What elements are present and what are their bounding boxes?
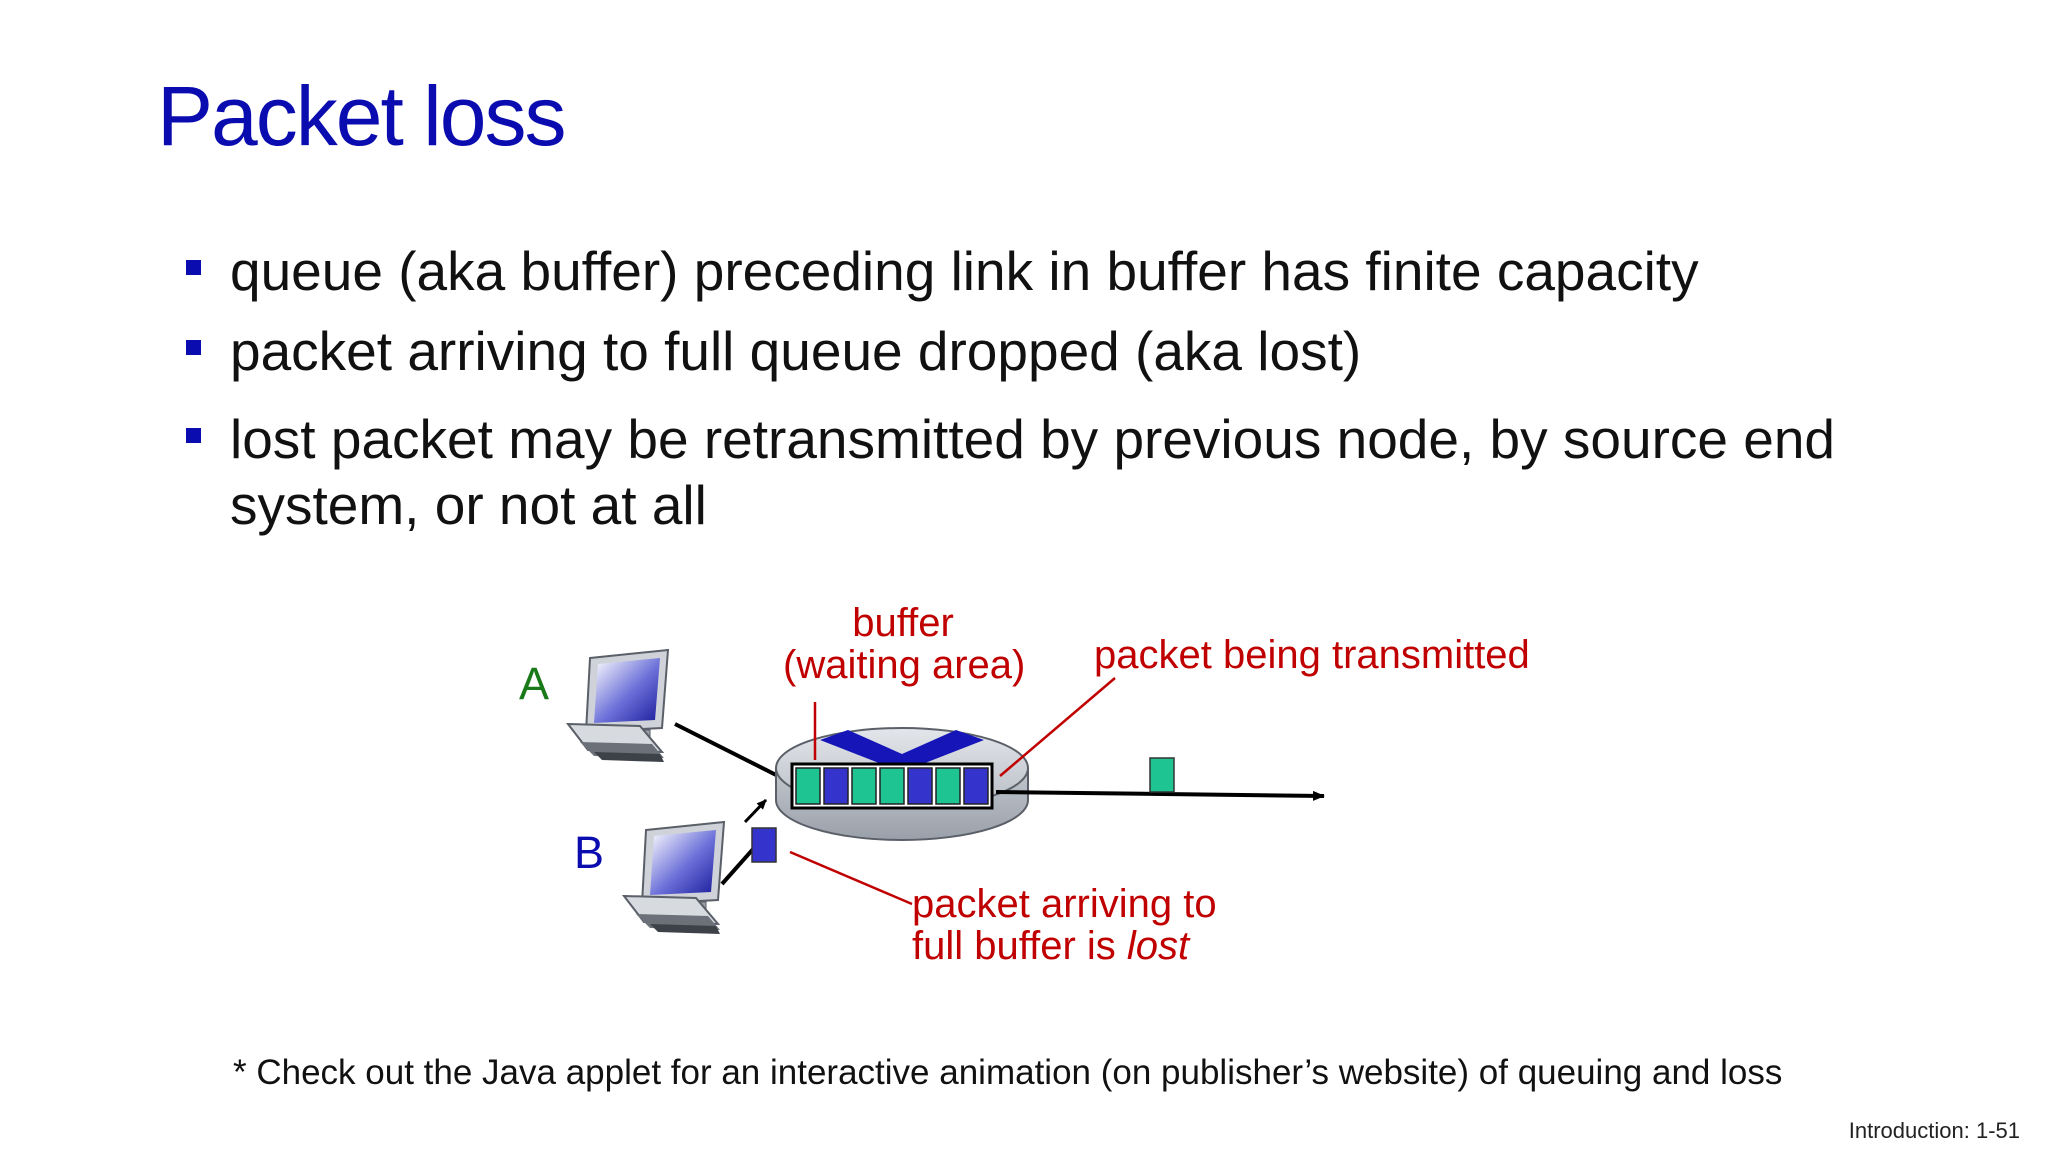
dropped-packet (751, 827, 777, 863)
outgoing-link (995, 790, 1325, 801)
queued-packet (795, 767, 821, 805)
queued-packet (935, 767, 961, 805)
buffer-annotation-line1: buffer (852, 601, 954, 645)
host-b-computer-icon (621, 820, 726, 934)
queued-packet (907, 767, 933, 805)
lost-leader-line (789, 850, 913, 906)
buffer-annotation-line2: (waiting area) (783, 643, 1026, 687)
host-a-label: A (519, 658, 550, 709)
transmitted-leader-line (999, 677, 1116, 777)
footnote: * Check out the Java applet for an inter… (233, 1053, 1783, 1092)
lost-annotation-line1: packet arriving to (912, 882, 1217, 926)
queued-packet (963, 767, 989, 805)
slide-title: Packet loss (157, 69, 567, 163)
link-a-to-router (674, 722, 791, 784)
router-chevron-icon (820, 730, 984, 772)
bullet-list: queue (aka buffer) preceding link in buf… (186, 238, 1906, 538)
bullet-item: lost packet may be retransmitted by prev… (186, 406, 1906, 538)
host-a-computer-icon (565, 648, 670, 762)
lost-annotation-emphasis: lost (1126, 924, 1190, 968)
page-number: Introduction: 1-51 (1848, 1118, 2020, 1143)
lost-annotation-prefix: full buffer is (912, 924, 1127, 968)
queue-packets (795, 767, 989, 805)
bullet-item: packet arriving to full queue dropped (a… (186, 318, 1906, 384)
transmitted-packet (1149, 757, 1175, 793)
queued-packet (851, 767, 877, 805)
lost-annotation-line2: full buffer is lost (912, 925, 1217, 967)
lost-annotation: packet arriving to full buffer is lost (912, 883, 1217, 967)
arrival-arrow (743, 798, 768, 824)
queued-packet (879, 767, 905, 805)
transmitted-annotation: packet being transmitted (1094, 633, 1530, 677)
queued-packet (823, 767, 849, 805)
host-b-label: B (574, 827, 605, 878)
bullet-item: queue (aka buffer) preceding link in buf… (186, 238, 1906, 304)
buffer-annotation: buffer (waiting area) (783, 601, 1026, 687)
